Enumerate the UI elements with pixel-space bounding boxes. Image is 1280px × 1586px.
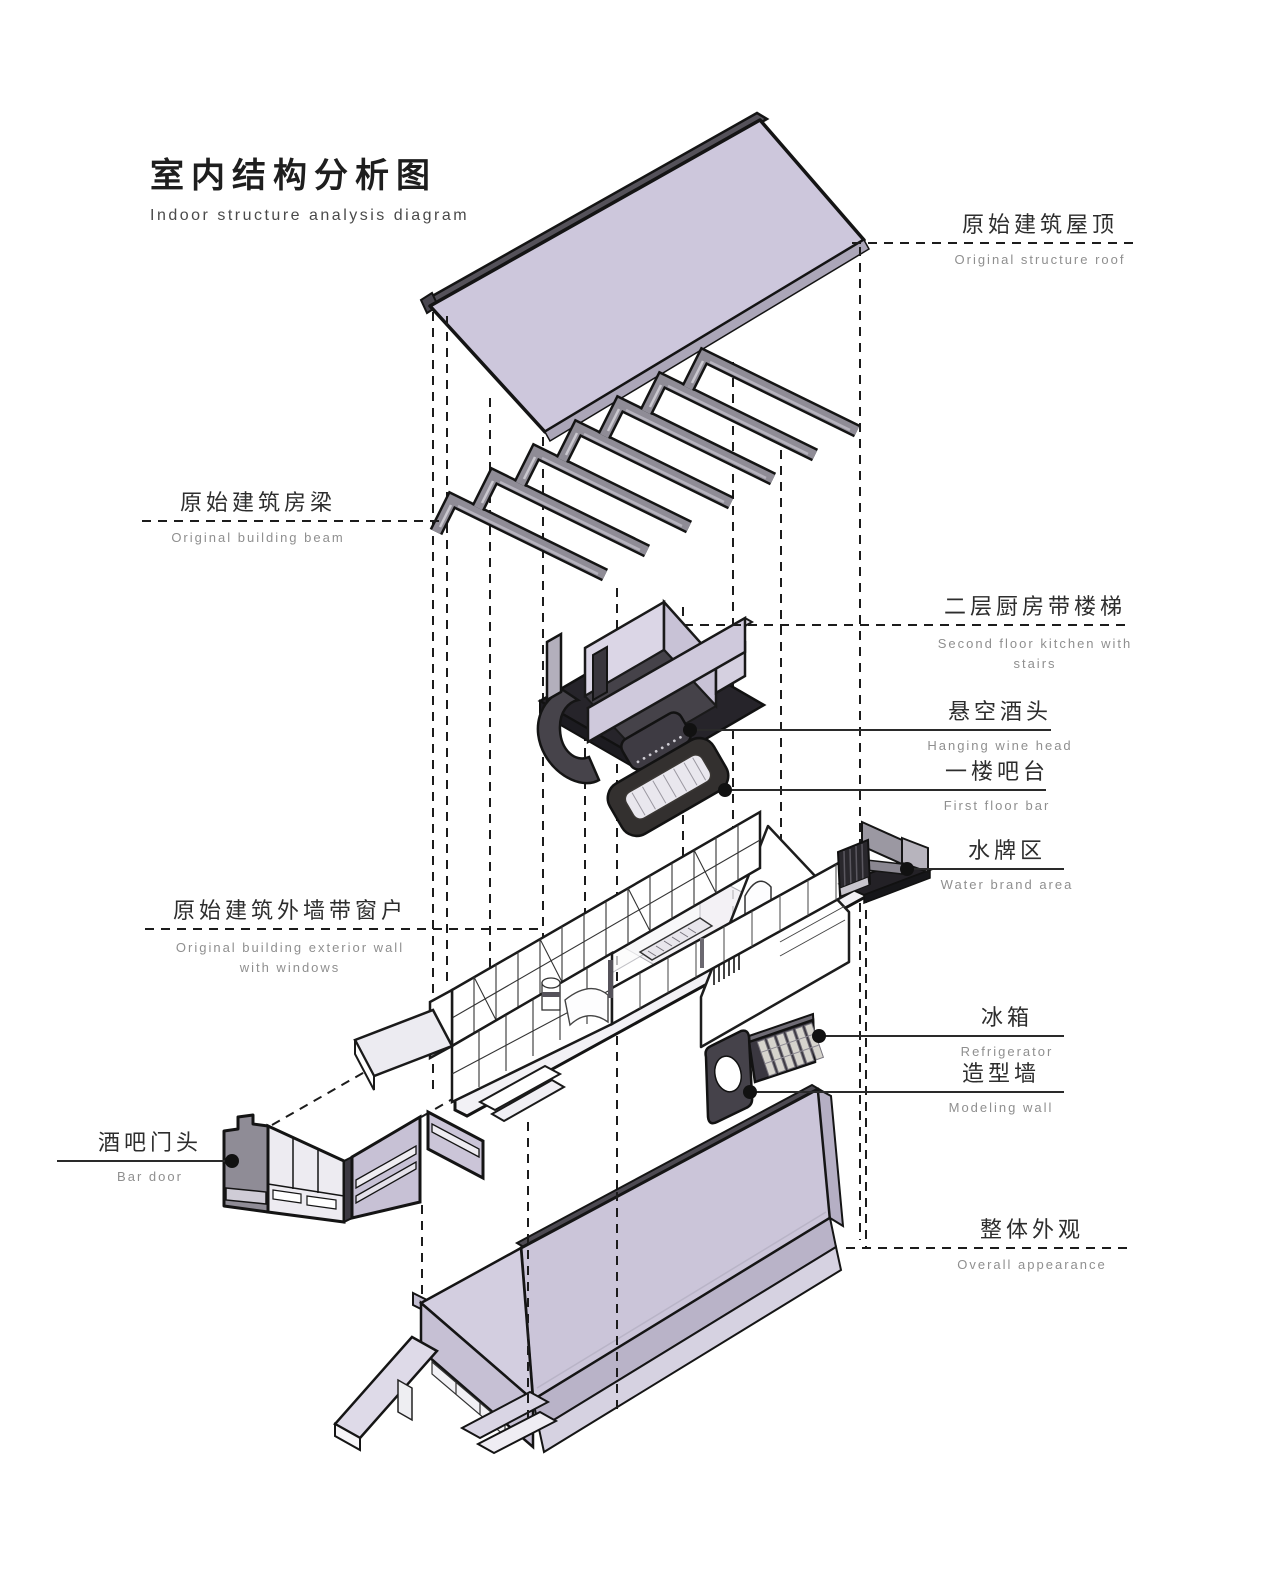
label-wine-head: 悬空酒头 Hanging wine head [927,699,1073,753]
page-title-en: Indoor structure analysis diagram [150,207,470,224]
label-fridge: 冰箱 Refrigerator [960,1005,1054,1059]
label-water: 水牌区 Water brand area [940,838,1074,892]
leader-dots [225,723,914,1168]
label-bar-door: 酒吧门头 Bar door [97,1130,203,1184]
modeling-wall-shape [704,1029,754,1125]
kitchen-shape [536,598,767,785]
label-overall: 整体外观 Overall appearance [957,1217,1107,1272]
bar-counter-shape [606,736,730,838]
leader-lines [57,729,1064,1162]
building-shell-shape [353,809,880,1123]
original-roof-shape [419,111,871,443]
water-brand-shape [836,820,933,905]
projection-lines-front [421,1122,618,1420]
fridge-shape [747,1012,825,1084]
overall-building-shape [333,1083,845,1455]
page-title: 室内结构分析图 Indoor structure analysis diagra… [150,148,469,225]
label-modeling-wall: 造型墙 Modeling wall [948,1061,1054,1115]
label-roof: 原始建筑屋顶 Original structure roof [954,212,1126,267]
building-beam-shapes [436,356,857,575]
label-kitchen: 二层厨房带楼梯 Second floor kitchen with stairs [937,594,1133,671]
label-exterior-wall: 原始建筑外墙带窗户 Original building exterior wal… [172,898,407,975]
label-bar: 一楼吧台 First floor bar [943,759,1051,813]
page-title-zh: 室内结构分析图 [150,157,437,195]
label-beam: 原始建筑房梁 Original building beam [171,490,345,545]
bar-door-shape [222,1109,485,1224]
label-dashed-lines [142,242,1133,1249]
